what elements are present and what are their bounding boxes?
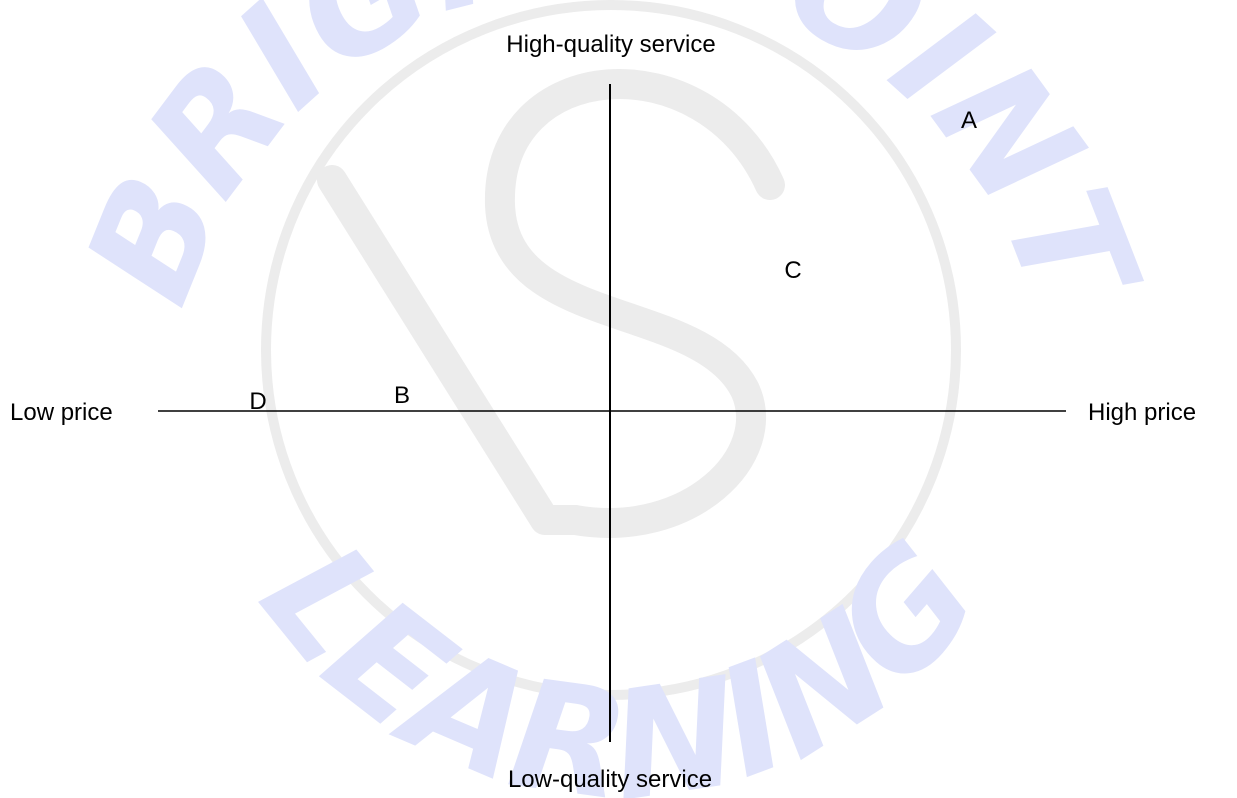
watermark-bottom-textpath: LEARNING	[228, 510, 1012, 798]
axis-label-left: Low price	[10, 399, 113, 426]
axis-label-bottom: Low-quality service	[508, 766, 712, 793]
watermark: BRIGHTPOINT LEARNING	[53, 0, 1171, 798]
point-a-label: A	[961, 107, 977, 134]
point-b-label: B	[394, 382, 410, 409]
watermark-v-mark	[317, 165, 590, 535]
axis-label-right: High price	[1088, 399, 1196, 426]
watermark-bottom-text: LEARNING	[228, 510, 1012, 798]
axis-label-top: High-quality service	[506, 31, 715, 58]
point-d-label: D	[249, 388, 266, 415]
watermark-s-mark	[484, 69, 785, 538]
point-c-label: C	[784, 257, 801, 284]
